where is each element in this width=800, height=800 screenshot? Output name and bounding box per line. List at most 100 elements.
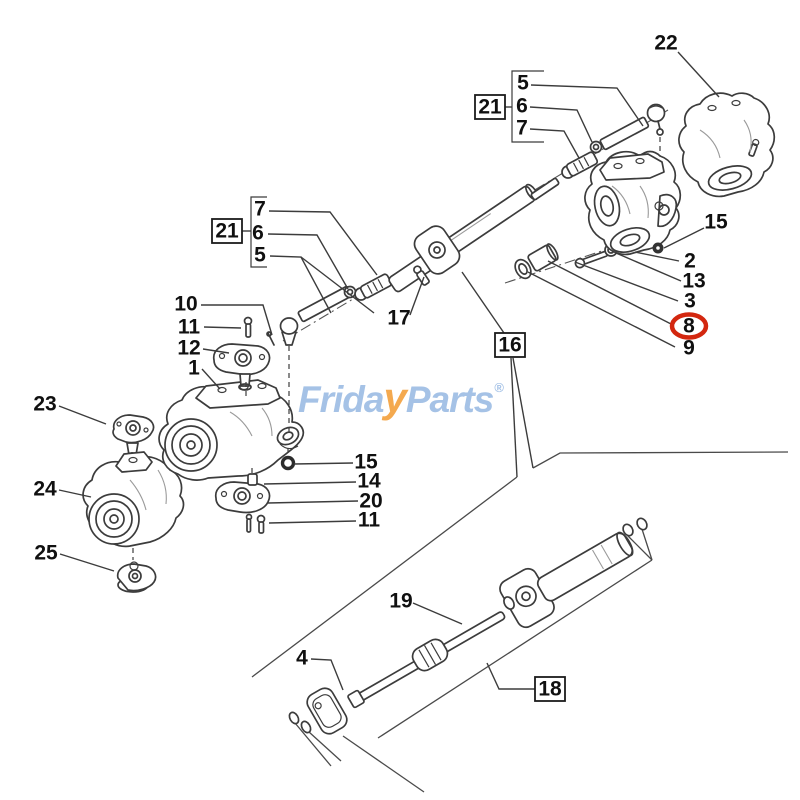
callout-label-4: 4: [296, 647, 308, 670]
o-rings-right: [622, 517, 648, 537]
knuckle-housing-24: [82, 451, 185, 548]
callout-label-21L: 21: [215, 220, 239, 243]
leader-24: [58, 489, 92, 498]
callout-21L: 21: [211, 218, 243, 244]
leader-10: [201, 304, 273, 336]
callout-label-19: 19: [389, 590, 412, 613]
leader-19: [412, 602, 463, 625]
bolt-3: [574, 250, 609, 269]
callout-label-11a: 11: [178, 316, 201, 339]
callout-label-3: 3: [684, 290, 696, 313]
callout-16: 16: [494, 332, 526, 358]
callout-6R: 6: [516, 95, 528, 118]
rod-nut: [347, 689, 365, 709]
boot-collar: [411, 638, 449, 672]
callout-4: 4: [296, 647, 308, 670]
leader-3: [574, 261, 679, 302]
callout-label-10: 10: [174, 293, 197, 316]
leader-4: [310, 658, 344, 691]
callout-label-7R: 7: [516, 117, 528, 140]
callout-11a: 11: [178, 316, 201, 339]
callout-5R: 5: [517, 72, 529, 95]
callout-2: 2: [684, 250, 696, 273]
leader-5R: [530, 84, 644, 127]
leader-15R: [663, 227, 705, 249]
tie-rod-5-right: [599, 103, 666, 204]
o-rings-left: [288, 711, 312, 734]
callout-13: 13: [682, 270, 705, 293]
callout-10: 10: [174, 293, 197, 316]
callout-box-18: [534, 676, 566, 702]
callout-label-24: 24: [33, 478, 57, 501]
leader-25: [59, 553, 115, 572]
leader-7L: [268, 210, 378, 276]
callout-15R: 15: [704, 211, 728, 234]
callout-21R: 21: [474, 94, 506, 120]
highlight-ellipse-8: [669, 312, 709, 340]
leader-1: [201, 368, 221, 390]
mount-flange: [413, 225, 461, 275]
leader-9: [527, 271, 676, 348]
callout-layer: 2256721765211011121232425171615142011152…: [33, 32, 728, 702]
callout-1: 1: [188, 357, 200, 380]
leader-16: [461, 271, 505, 334]
callout-20: 20: [359, 490, 382, 513]
callout-23: 23: [33, 393, 56, 416]
callout-9: 9: [683, 337, 695, 360]
callout-22: 22: [654, 32, 677, 55]
callout-label-9: 9: [683, 337, 695, 360]
steering-arm-14: [214, 468, 271, 514]
callout-label-2: 2: [684, 250, 696, 273]
callout-label-1: 1: [188, 357, 200, 380]
leader-20: [267, 500, 359, 504]
leader-7R: [529, 128, 580, 159]
callout-8: 8: [669, 312, 709, 340]
end-plate-4: [306, 687, 348, 735]
lock-ring-6-right: [589, 140, 603, 154]
callout-label-11b: 11: [358, 509, 381, 532]
frame-outline: [251, 451, 789, 793]
leader-16: [510, 357, 518, 478]
callout-11b: 11: [358, 509, 381, 532]
callout-label-14: 14: [357, 470, 381, 493]
pin-20: [245, 513, 253, 533]
callout-label-8: 8: [683, 315, 695, 338]
callout-label-23: 23: [33, 393, 56, 416]
callout-5L: 5: [254, 244, 266, 267]
steering-cylinder-assembly: [288, 517, 648, 735]
knuckle-housing-1: [158, 379, 305, 481]
adjuster-7-left: [354, 273, 393, 301]
leader-23: [58, 405, 107, 425]
callout-12: 12: [177, 337, 200, 360]
callout-box-21R: [474, 94, 506, 120]
leader-22: [677, 51, 720, 98]
watermark-logo: FridayParts®: [298, 374, 504, 421]
callout-label-15R: 15: [704, 211, 728, 234]
centerlines: [282, 109, 669, 342]
tie-rod-end-left: [279, 317, 299, 436]
callout-label-17: 17: [387, 307, 410, 330]
leader-11a: [203, 326, 242, 329]
leader-18: [486, 662, 538, 690]
callout-label-6L: 6: [252, 222, 264, 245]
callout-label-7L: 7: [254, 198, 266, 221]
callout-15L: 15: [354, 451, 378, 474]
callout-17: 17: [387, 307, 410, 330]
bolt-11-lower: [256, 514, 266, 534]
callout-25: 25: [34, 542, 58, 565]
leader-2: [634, 251, 680, 262]
callout-label-16: 16: [498, 334, 521, 357]
callout-label-20: 20: [359, 490, 382, 513]
callout-18: 18: [534, 676, 566, 702]
leader-8: [547, 260, 672, 325]
callout-label-5L: 5: [254, 244, 266, 267]
callout-14: 14: [357, 470, 381, 493]
cap-25: [116, 548, 157, 593]
callout-box-21L: [211, 218, 243, 244]
callout-7L: 7: [254, 198, 266, 221]
callout-24: 24: [33, 478, 57, 501]
callout-box-16: [494, 332, 526, 358]
leader-16: [512, 357, 534, 469]
